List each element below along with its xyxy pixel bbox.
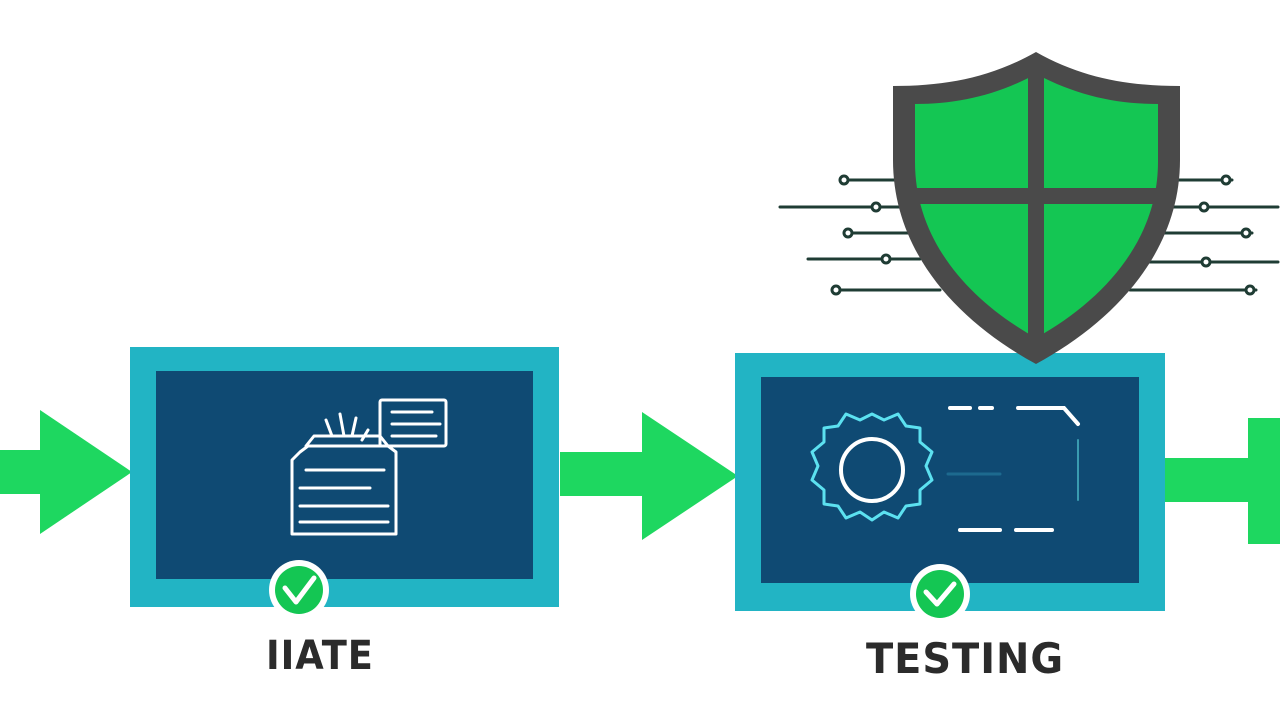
circuit-lines-left (778, 174, 942, 296)
bracket-icon (946, 406, 1080, 532)
arrow-middle (560, 412, 738, 540)
check-badge-icon (269, 560, 329, 620)
stage-label-build: IIATE (266, 633, 374, 679)
stage-box-build (130, 347, 559, 607)
stage-label-testing: TESTING (866, 634, 1065, 683)
printer-icon (290, 398, 448, 536)
gear-icon (810, 412, 934, 522)
shield-icon (893, 52, 1180, 364)
arrow-left (0, 410, 132, 534)
check-badge-icon (910, 564, 970, 624)
circuit-lines-right (1128, 174, 1280, 296)
arrow-right (1164, 418, 1280, 544)
stage-box-testing (735, 353, 1165, 611)
